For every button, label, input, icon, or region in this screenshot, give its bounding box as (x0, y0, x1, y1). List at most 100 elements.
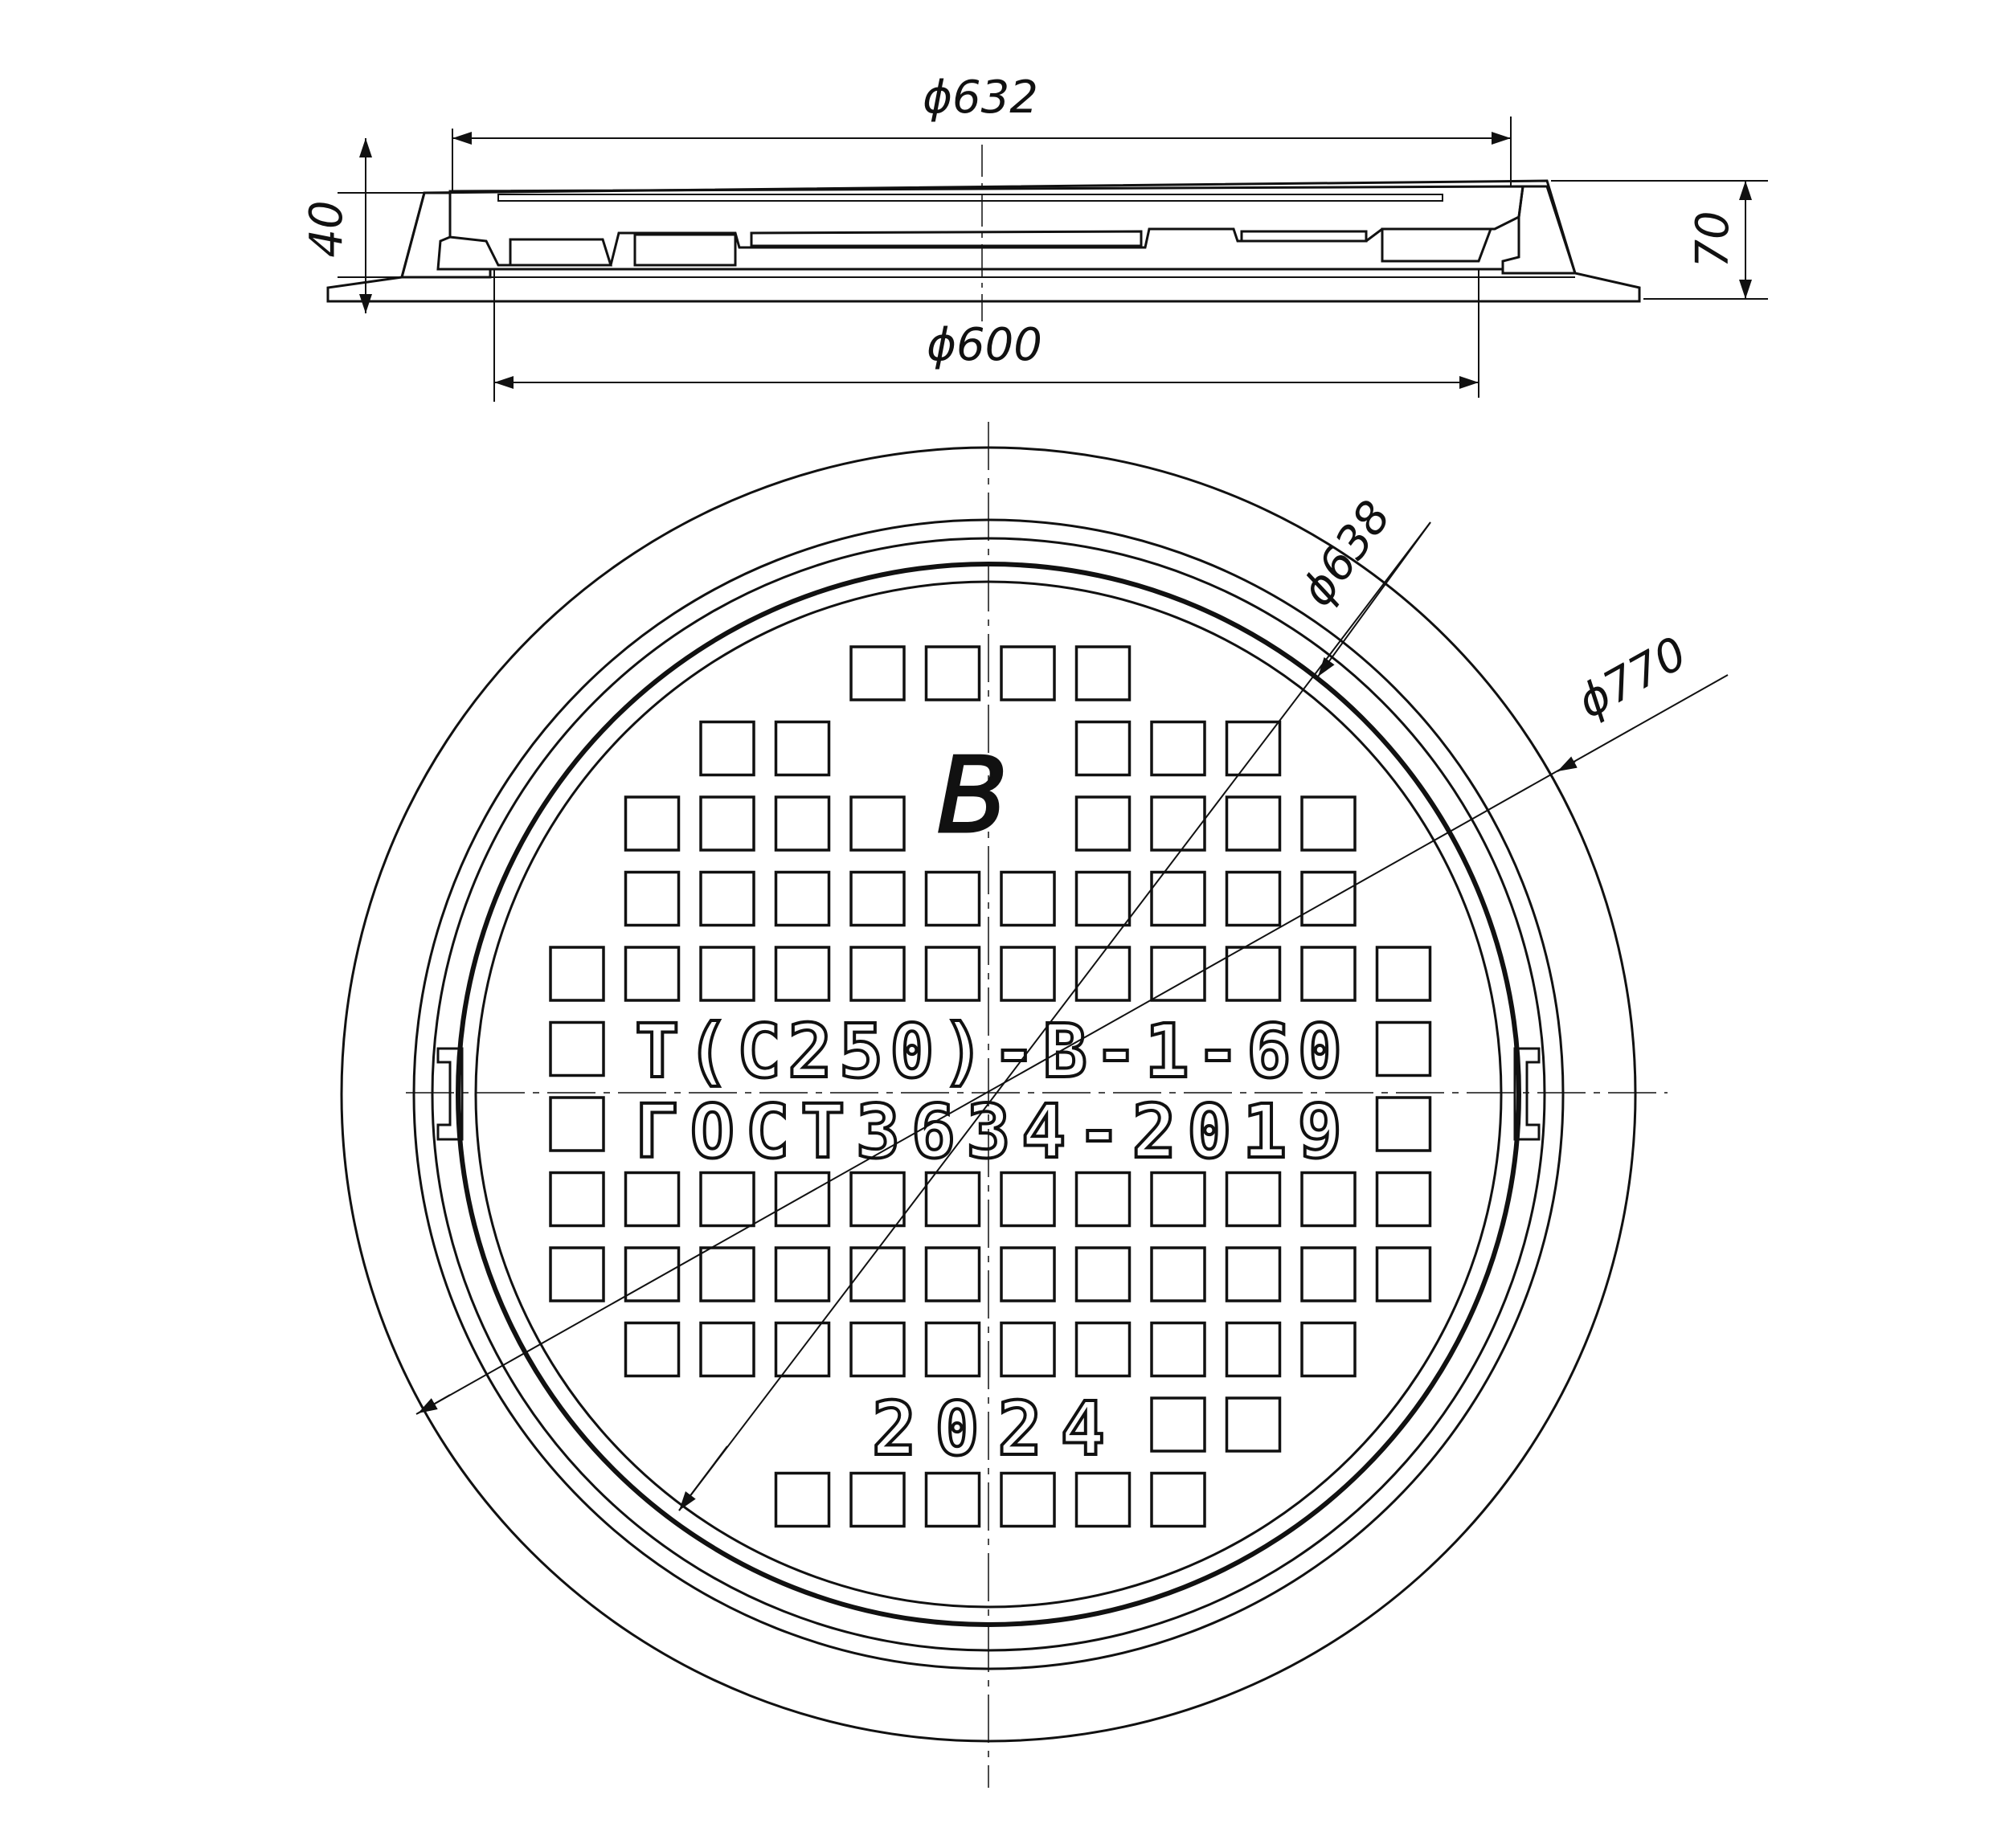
vent-square (1074, 1246, 1132, 1302)
vent-square (924, 1171, 981, 1228)
vent-square (1225, 870, 1282, 927)
vent-square (849, 795, 906, 852)
vent-square (849, 946, 906, 1002)
vent-square (1375, 946, 1432, 1002)
vent-square (549, 1096, 605, 1152)
vent-square (1150, 1171, 1206, 1228)
frame-outer-ring (340, 446, 1637, 1743)
vent-square (1000, 946, 1056, 1002)
vent-square (1074, 1321, 1132, 1378)
vent-square (624, 870, 681, 927)
vent-square (774, 1246, 831, 1302)
vent-square (1150, 870, 1206, 927)
vent-square (774, 870, 831, 927)
vent-square (774, 1321, 831, 1378)
lid-seat-ring (456, 562, 1521, 1627)
vent-square (1375, 1020, 1432, 1077)
vent-square (699, 1171, 755, 1228)
vent-square (1074, 645, 1132, 701)
lid-section (448, 185, 1524, 267)
vent-square (774, 795, 831, 852)
vent-square (1074, 795, 1132, 852)
vent-square (1074, 946, 1132, 1002)
vent-square (1150, 1321, 1206, 1378)
vent-square (924, 1246, 981, 1302)
vent-square (1074, 720, 1132, 777)
frame-inner-ring (412, 518, 1565, 1670)
vent-square (1000, 1246, 1056, 1302)
vent-square (774, 1471, 831, 1528)
lid-pattern-edge (474, 580, 1503, 1609)
vent-square (1150, 946, 1206, 1002)
vent-square (549, 1171, 605, 1228)
section-view: ϕ632 ϕ600 40 70 (301, 72, 1768, 402)
vent-square (624, 1171, 681, 1228)
vent-square (1300, 1321, 1357, 1378)
vent-square (1225, 1171, 1282, 1228)
vent-square (1150, 1246, 1206, 1302)
dim-left-height-label: 40 (301, 200, 353, 257)
vent-square (1300, 1171, 1357, 1228)
frame-right-section (1501, 185, 1578, 275)
vent-square (924, 870, 981, 927)
vent-square (624, 795, 681, 852)
vent-square (924, 1471, 981, 1528)
vent-square-grid (549, 645, 1432, 1528)
vent-square (774, 720, 831, 777)
vent-square (624, 946, 681, 1002)
vent-square (1000, 1171, 1056, 1228)
vent-square (849, 1321, 906, 1378)
dim-right-height-label: 70 (1687, 211, 1739, 268)
dim-top-diameter-label: ϕ632 (923, 72, 1038, 124)
vent-square (1300, 870, 1357, 927)
vent-square (699, 720, 755, 777)
right-lug (1513, 1047, 1541, 1141)
vent-square (1074, 870, 1132, 927)
vent-square (1300, 946, 1357, 1002)
vent-square (699, 1321, 755, 1378)
vent-square (1225, 946, 1282, 1002)
vent-square (624, 1321, 681, 1378)
vent-square (1375, 1171, 1432, 1228)
vent-square (849, 870, 906, 927)
vent-square (1150, 795, 1206, 852)
vent-square (1225, 720, 1282, 777)
vent-square (849, 1171, 906, 1228)
vent-square (1225, 1396, 1282, 1453)
vent-square (924, 1321, 981, 1378)
dim-inner-diameter-label: ϕ638 (1291, 492, 1401, 616)
vent-square (774, 1171, 831, 1228)
vent-square (699, 946, 755, 1002)
vent-square (1150, 1471, 1206, 1528)
vent-square (849, 645, 906, 701)
vent-square (1000, 1471, 1056, 1528)
vent-square (1300, 795, 1357, 852)
vent-square (1000, 645, 1056, 701)
vent-square (924, 946, 981, 1002)
dim-outer-diameter-label: ϕ770 (1569, 628, 1695, 730)
vent-square (1074, 1471, 1132, 1528)
vent-square (1150, 1396, 1206, 1453)
left-lug (436, 1047, 464, 1141)
vent-square (1225, 795, 1282, 852)
vent-square (699, 870, 755, 927)
vent-square (549, 1246, 605, 1302)
vent-square (699, 795, 755, 852)
vent-square (849, 1471, 906, 1528)
vent-square (1150, 720, 1206, 777)
vent-square (549, 1020, 605, 1077)
marking-line-2: ГОСТ3634-2019 (635, 1089, 1342, 1175)
vent-square (1000, 870, 1056, 927)
vent-square (1375, 1096, 1432, 1152)
vent-square (1300, 1246, 1357, 1302)
vent-square (849, 1246, 906, 1302)
vent-square (699, 1246, 755, 1302)
class-letter: B (936, 734, 1008, 857)
vent-square (924, 645, 981, 701)
vent-square (549, 946, 605, 1002)
dim-bottom-diameter-label: ϕ600 (927, 319, 1042, 371)
vent-square (1225, 1246, 1282, 1302)
vent-square (1375, 1246, 1432, 1302)
frame-left-section (400, 191, 492, 279)
